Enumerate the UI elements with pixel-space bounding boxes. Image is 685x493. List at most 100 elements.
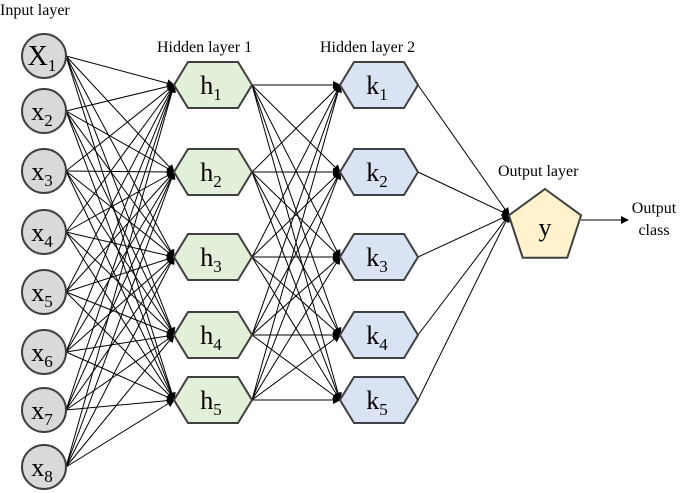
- edge-x7-h1: [65, 84, 176, 411]
- edge-x7-h4: [65, 334, 175, 411]
- edge-k3-y: [417, 214, 510, 258]
- edge-h3-k1: [251, 84, 341, 258]
- edge-x1-h3: [65, 55, 175, 258]
- input-node-x7: [21, 387, 67, 433]
- edge-x1-h5: [65, 55, 176, 401]
- edge-h4-k3: [251, 256, 341, 336]
- hidden-layer-1-title: Hidden layer 1: [157, 39, 252, 56]
- edge-x8-h2: [65, 171, 176, 468]
- edge-x5-h4: [65, 291, 175, 337]
- edge-k5-y: [417, 214, 510, 401]
- output-layer-title: Output layer: [498, 163, 579, 180]
- input-node-x2-label: x2: [31, 97, 53, 130]
- hidden2-node-k1: [338, 61, 420, 109]
- input-node-x7-label: x7: [31, 396, 53, 429]
- connections: [65, 55, 629, 468]
- edge-x6-h1: [65, 84, 176, 353]
- hidden2-node-k5-label: k5: [366, 386, 388, 419]
- hidden1-node-h5: [172, 376, 254, 424]
- output-class-label-line1: Output: [632, 200, 677, 217]
- hidden2-node-k3: [338, 233, 420, 281]
- edge-x4-h3: [65, 231, 175, 260]
- edge-h4-k2: [251, 171, 341, 336]
- input-node-x8-label: x8: [31, 453, 53, 486]
- edge-x4-h2: [65, 171, 175, 233]
- edge-h4-k1: [251, 84, 342, 336]
- edge-h5-k2: [251, 171, 342, 401]
- hidden2-node-k2-label: k2: [366, 158, 388, 191]
- hidden1-node-h1: [172, 61, 254, 109]
- hidden1-node-h3: [172, 233, 254, 281]
- hidden1-node-h1-label: h1: [200, 71, 222, 104]
- input-node-x3: [21, 148, 67, 194]
- edge-x2-h3: [65, 110, 175, 258]
- edge-x2-h2: [65, 110, 175, 173]
- edge-x1-h4: [65, 55, 176, 336]
- input-node-x5: [21, 269, 67, 315]
- edge-x8-h3: [65, 256, 175, 468]
- input-node-x4: [21, 209, 67, 255]
- input-node-x6: [21, 329, 67, 375]
- edge-x2-h5: [65, 110, 176, 401]
- edge-x8-h1: [65, 84, 176, 468]
- output-class-label-line2: class: [638, 222, 669, 239]
- edge-x2-h4: [65, 110, 175, 336]
- edge-x5-h5: [65, 291, 175, 401]
- edge-k1-y: [417, 84, 510, 216]
- input-node-x1: [21, 33, 67, 79]
- edge-k2-y: [417, 171, 510, 216]
- edge-x4-h4: [65, 231, 175, 336]
- edge-x3-h2: [65, 167, 175, 176]
- edge-h5-k4: [251, 334, 341, 401]
- input-node-x8: [21, 444, 67, 490]
- edge-x3-h5: [65, 170, 175, 401]
- edge-x8-h5: [65, 399, 175, 468]
- edge-x5-h1: [65, 84, 175, 293]
- edge-x2-h1: [65, 82, 175, 112]
- edge-x4-h1: [65, 84, 175, 233]
- edge-x6-h4: [65, 332, 175, 353]
- edge-x6-h5: [65, 351, 175, 401]
- hidden1-node-h3-label: h3: [200, 243, 222, 276]
- edge-x7-h2: [65, 171, 175, 411]
- output-node-y: [507, 187, 583, 259]
- edge-x3-h4: [65, 170, 175, 336]
- input-node-x4-label: x4: [31, 218, 53, 251]
- output-node-y-label: y: [539, 213, 552, 242]
- input-layer-title: Input layer: [0, 2, 70, 19]
- edge-h5-k1: [251, 84, 342, 401]
- edge-x6-h3: [65, 256, 175, 353]
- hidden2-node-k3-label: k3: [366, 243, 388, 276]
- edge-x5-h2: [65, 171, 175, 293]
- input-node-x6-label: x6: [31, 338, 53, 371]
- edge-x3-h1: [65, 84, 175, 172]
- nodes: X1 x2 x3 x4 x5 x6 x7 x8 h1 h2 h3 h4 h5 k1 k2 k3 k4 k5 y: [21, 33, 583, 490]
- hidden1-node-h5-label: h5: [200, 386, 222, 419]
- edge-x3-h3: [65, 170, 175, 258]
- edge-h3-k2: [251, 171, 341, 258]
- hidden2-node-k4: [338, 311, 420, 359]
- edge-x1-h2: [65, 55, 175, 173]
- edge-x1-h1: [65, 55, 175, 88]
- edge-h5-k3: [251, 256, 341, 401]
- hidden1-node-h4: [172, 311, 254, 359]
- edge-x6-h2: [65, 171, 175, 353]
- input-node-x2: [21, 88, 67, 134]
- input-node-x3-label: x3: [31, 157, 53, 190]
- edge-x4-h5: [65, 231, 175, 401]
- hidden1-node-h4-label: h4: [200, 321, 222, 354]
- edge-x7-h5: [65, 396, 175, 411]
- edge-x7-h3: [65, 256, 175, 411]
- hidden2-node-k5: [338, 376, 420, 424]
- hidden-layer-2-title: Hidden layer 2: [320, 39, 415, 56]
- edge-x8-h4: [65, 334, 175, 468]
- hidden1-node-h2-label: h2: [200, 158, 222, 191]
- input-node-x1-label: X1: [28, 41, 57, 75]
- hidden2-node-k4-label: k4: [366, 321, 388, 354]
- hidden1-node-h2: [172, 148, 254, 196]
- input-node-x5-label: x5: [31, 278, 53, 311]
- hidden2-node-k2: [338, 148, 420, 196]
- hidden2-node-k1-label: k1: [366, 71, 388, 104]
- edge-h2-k1: [251, 84, 341, 173]
